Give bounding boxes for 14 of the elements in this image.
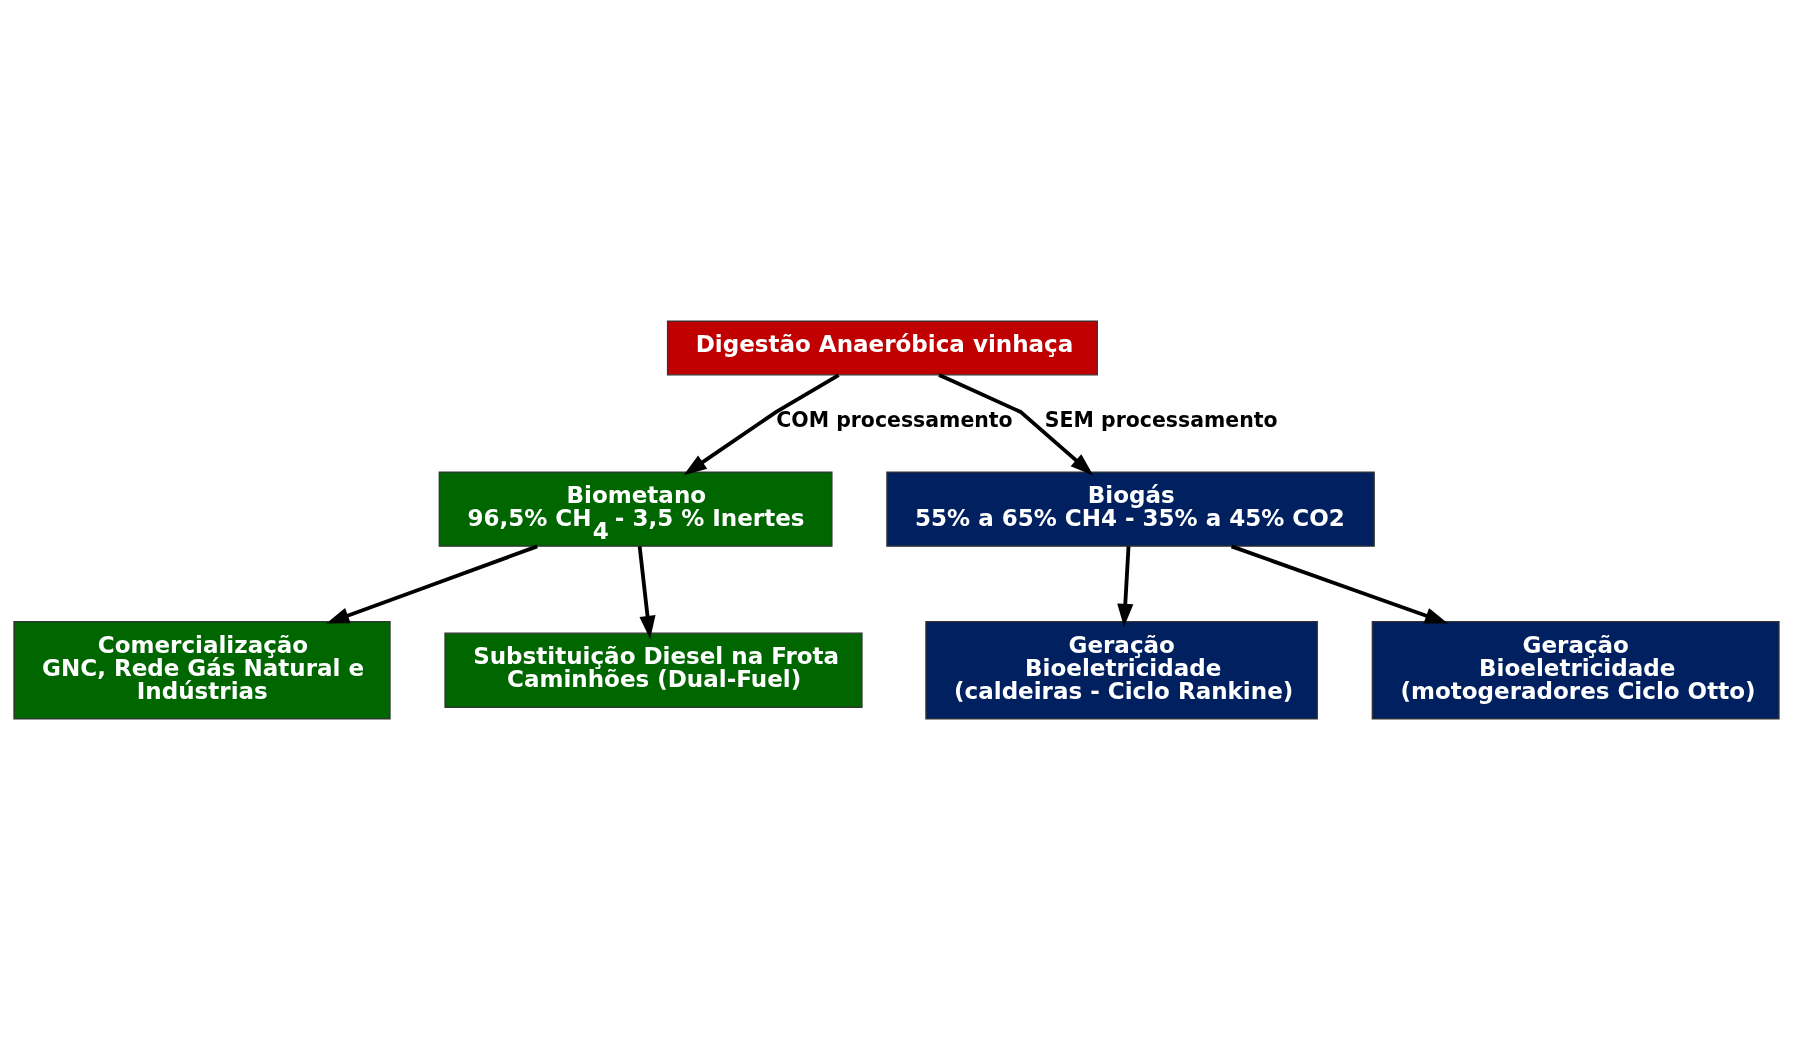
edge-label: SEM processamento xyxy=(1044,407,1278,432)
node-box: Biogás 55% a 65% CH4 - 35% a 45% CO2 xyxy=(886,470,1375,547)
node-box: Substituição Diesel na Frota Caminhões (Dual-Fuel) xyxy=(444,632,863,708)
arrow xyxy=(637,545,656,639)
edge-label: COM processamento xyxy=(776,407,1013,432)
arrow xyxy=(1117,545,1134,627)
arrow xyxy=(938,372,1094,475)
node-box: Geração Bioeletricidade (motogeradores Ciclo Otto) xyxy=(1371,620,1780,719)
node-box: Digestão Anaeróbica vinhaça xyxy=(666,320,1098,375)
node-box: Comercialização GNC, Rede Gás Natural e Indústrias xyxy=(13,620,391,719)
arrow xyxy=(1230,544,1448,624)
node-box: Geração Bioeletricidade (caldeiras - Ciclo Rankine) xyxy=(925,620,1318,719)
arrow xyxy=(683,372,840,475)
arrow xyxy=(326,544,538,624)
